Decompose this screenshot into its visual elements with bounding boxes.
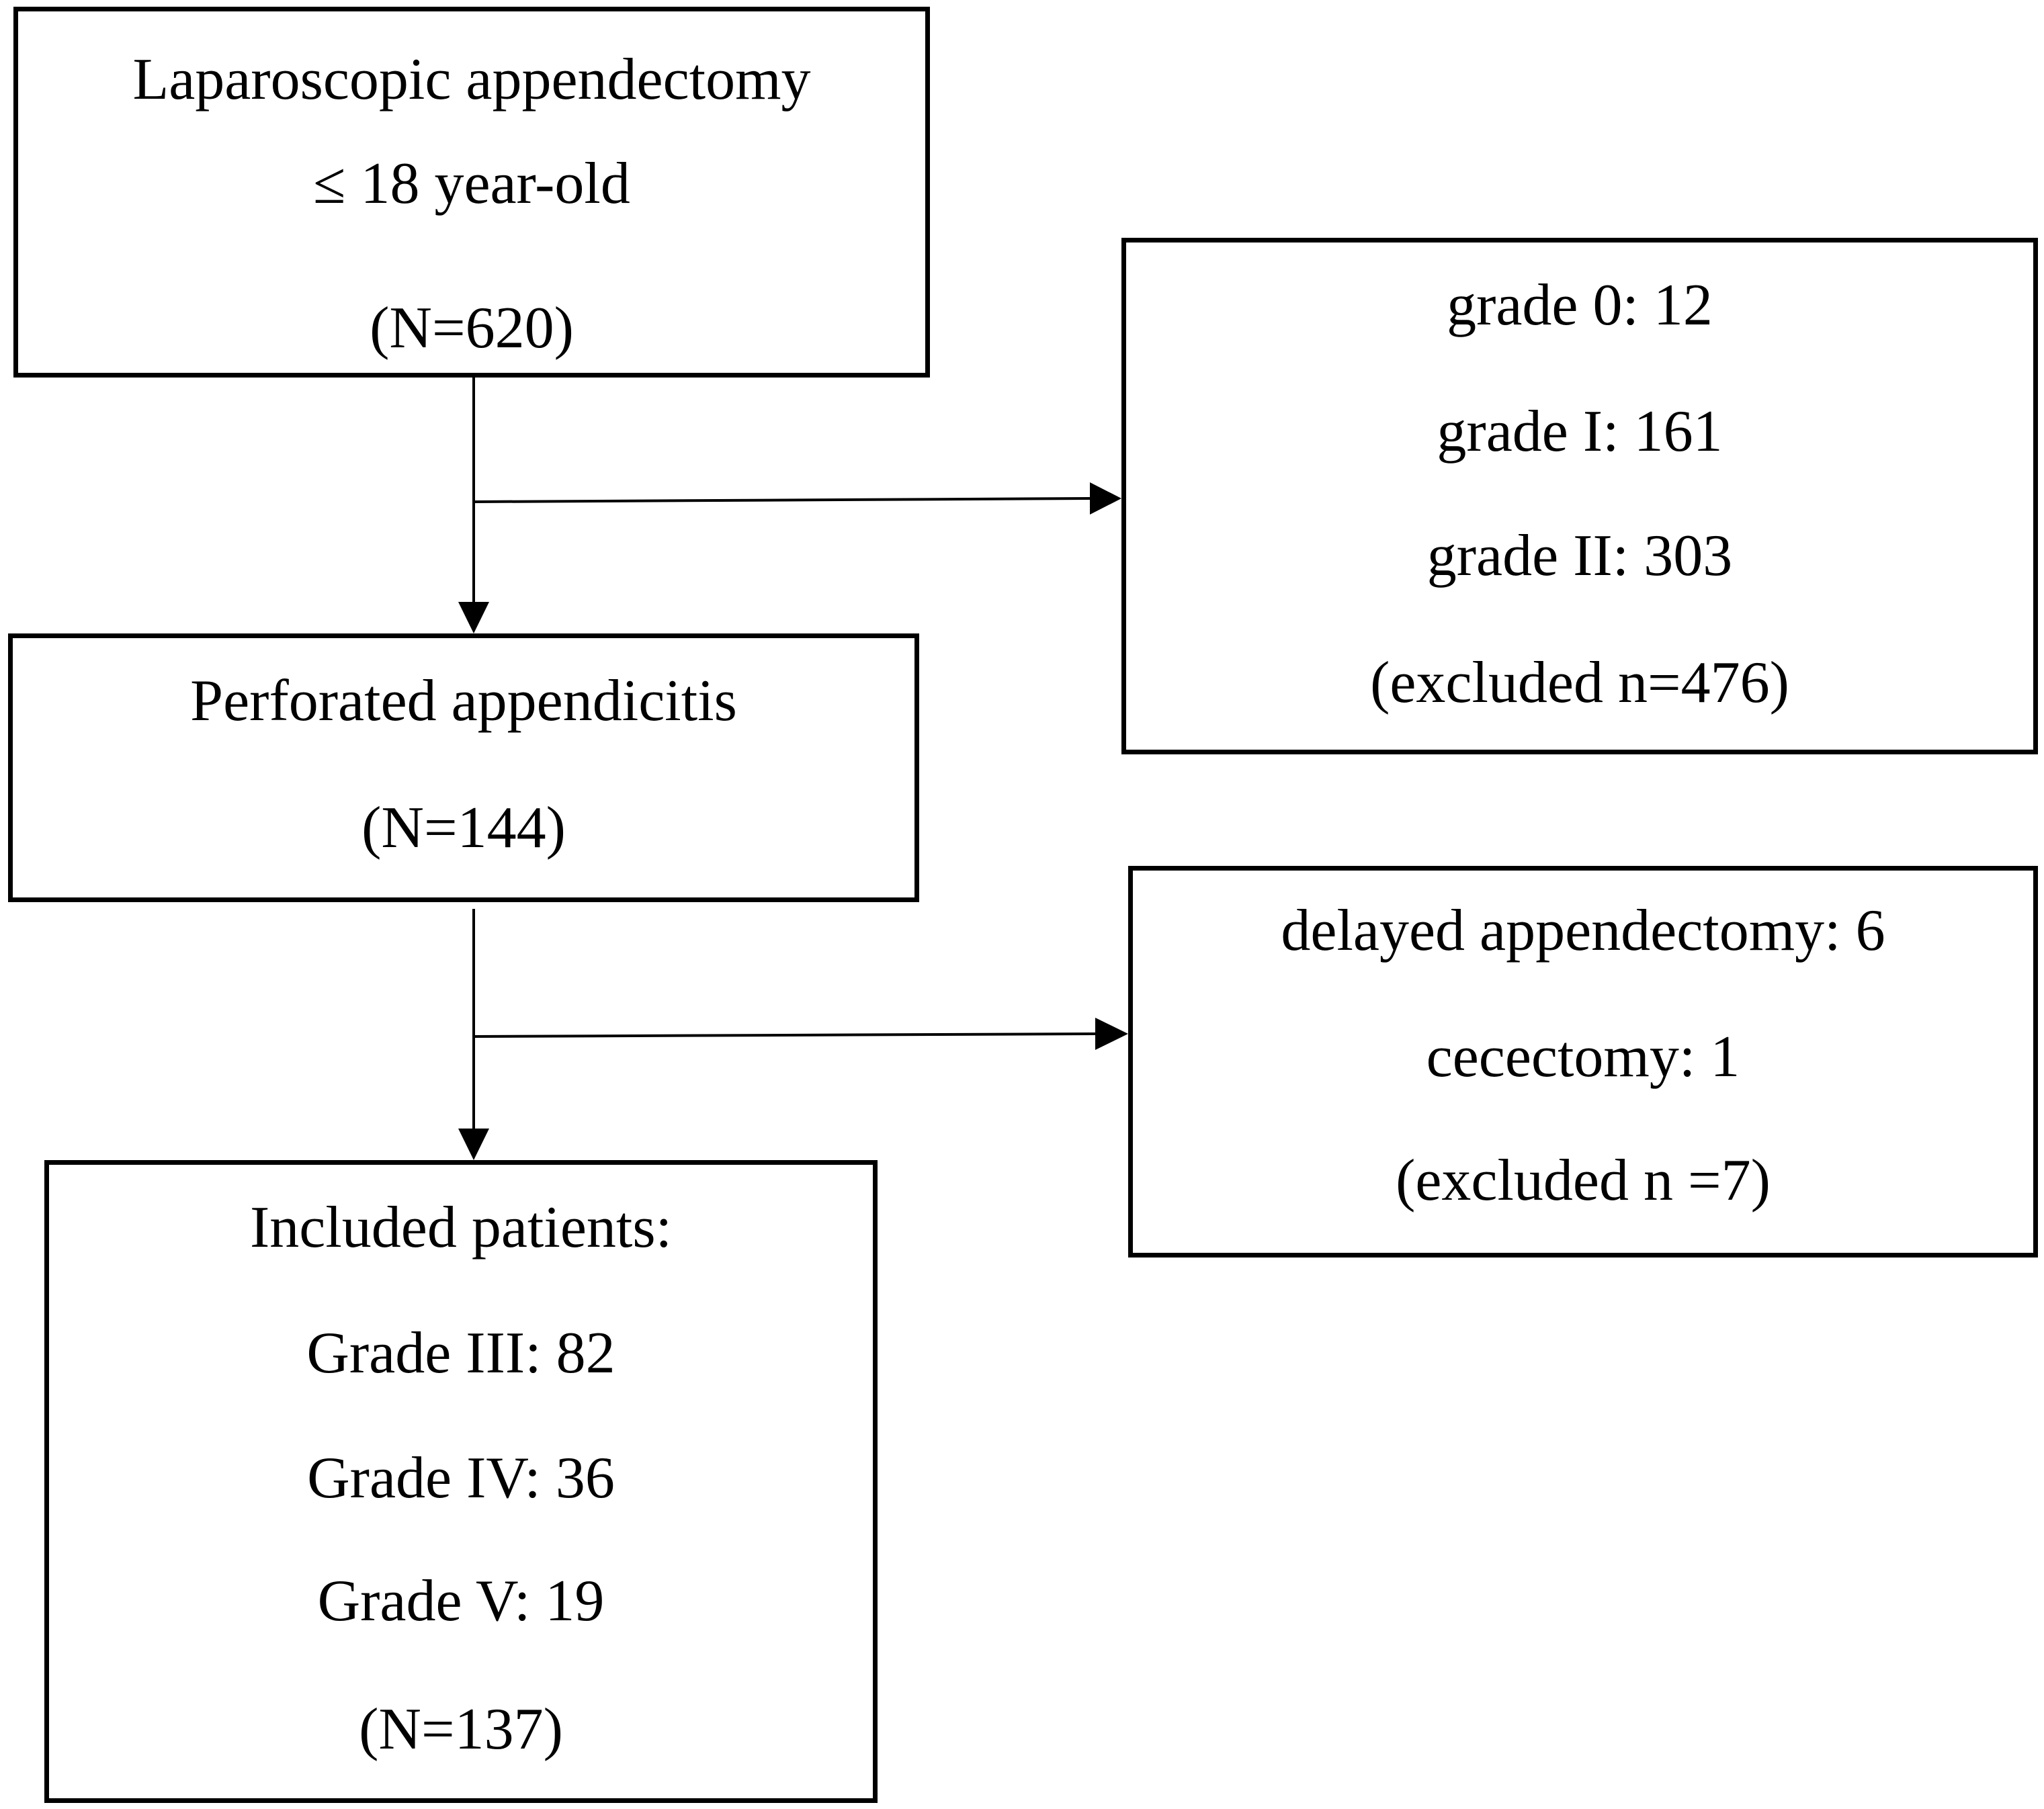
excluded-grade-2: grade II: 303 bbox=[1426, 523, 1733, 588]
arrowhead-to-perforated bbox=[458, 602, 489, 633]
start-count: (N=620) bbox=[370, 296, 574, 361]
excluded-procedures-total: (excluded n =7) bbox=[1396, 1148, 1771, 1213]
arrowhead-to-included bbox=[458, 1129, 489, 1160]
excluded-grade-0: grade 0: 12 bbox=[1447, 273, 1713, 338]
box-perforated-appendicitis: Perforated appendicitis (N=144) bbox=[8, 633, 919, 902]
perforated-count: (N=144) bbox=[361, 795, 566, 861]
start-age: ≤ 18 year-old bbox=[313, 151, 630, 216]
connector-branch-to-excluded-grades bbox=[473, 497, 1091, 503]
included-grade-5: Grade V: 19 bbox=[317, 1569, 605, 1634]
included-grade-3: Grade III: 82 bbox=[306, 1321, 615, 1386]
perforated-title: Perforated appendicitis bbox=[190, 668, 737, 734]
box-excluded-procedures: delayed appendectomy: 6 cecectomy: 1 (ex… bbox=[1128, 866, 2038, 1258]
excluded-grade-1: grade I: 161 bbox=[1437, 399, 1723, 464]
included-grade-4: Grade IV: 36 bbox=[307, 1446, 615, 1511]
box-included-patients: Included patients: Grade III: 82 Grade I… bbox=[44, 1160, 878, 1803]
box-excluded-grades: grade 0: 12 grade I: 161 grade II: 303 (… bbox=[1121, 238, 2038, 754]
arrowhead-to-excluded-grades bbox=[1090, 482, 1121, 515]
start-title: Laparoscopic appendectomy bbox=[132, 47, 811, 112]
excluded-cecectomy: cecectomy: 1 bbox=[1426, 1024, 1740, 1090]
box-laparoscopic-appendectomy: Laparoscopic appendectomy ≤ 18 year-old … bbox=[13, 7, 930, 378]
included-count: (N=137) bbox=[359, 1697, 563, 1762]
excluded-grades-total: (excluded n=476) bbox=[1370, 650, 1789, 715]
arrowhead-to-excluded-procedures bbox=[1095, 1018, 1128, 1050]
connector-branch-to-excluded-procedures bbox=[473, 1032, 1096, 1038]
excluded-delayed-appendectomy: delayed appendectomy: 6 bbox=[1281, 898, 1885, 963]
included-title: Included patients: bbox=[249, 1195, 673, 1260]
